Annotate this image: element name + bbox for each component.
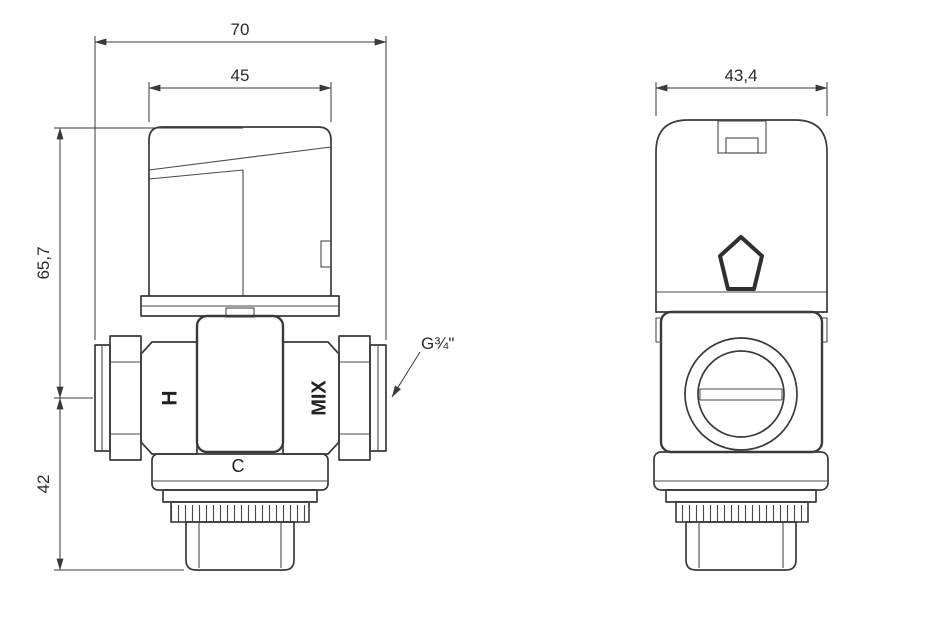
- dim-lower-height: 42: [34, 397, 184, 571]
- side-thread-section: [675, 501, 809, 523]
- side-bottom-flange: [653, 451, 829, 491]
- mix-port-label: MIX: [308, 380, 330, 416]
- cold-port-label: C: [232, 456, 245, 476]
- side-top-housing: [655, 119, 828, 313]
- side-neck: [665, 489, 817, 503]
- side-port-circle-inner: [697, 350, 785, 438]
- side-port-slot: [699, 388, 783, 401]
- front-neck: [162, 489, 318, 503]
- side-bottom-assembly: [653, 451, 829, 571]
- side-port-circle-outer: [684, 337, 798, 451]
- dim-lower-height-label: 42: [34, 475, 53, 494]
- side-clip: [717, 120, 767, 154]
- front-knob: [148, 126, 332, 297]
- front-right-nut: [338, 335, 371, 461]
- front-bottom-assembly: [151, 453, 329, 571]
- front-knob-notch: [320, 240, 332, 268]
- front-right-port: [282, 335, 387, 461]
- dim-upper-height-label: 65,7: [34, 246, 53, 279]
- hot-port-label: H: [159, 390, 182, 405]
- dim-side-width-label: 43,4: [724, 66, 757, 85]
- side-middle-body: [655, 310, 828, 454]
- dim-side-width: 43,4: [655, 66, 828, 116]
- dim-knob-width-label: 45: [231, 66, 250, 85]
- thread-callout: G¾": [391, 334, 454, 398]
- front-bottom-plug: [185, 521, 295, 571]
- front-body: [195, 307, 285, 454]
- front-left-nut: [109, 335, 142, 461]
- dim-upper-height: 65,7: [34, 127, 243, 399]
- thread-size-label: G¾": [421, 334, 454, 353]
- side-view: [653, 119, 829, 571]
- dim-knob-width: 45: [148, 66, 332, 122]
- side-keyhole: [718, 235, 764, 291]
- front-left-port: [94, 335, 198, 461]
- dimensions: 70 45 65,7 42 43,4: [34, 20, 828, 571]
- dim-overall-width: 70: [94, 20, 387, 340]
- dim-overall-width-label: 70: [231, 20, 250, 39]
- front-thread-section: [170, 501, 310, 523]
- side-bottom-plug: [685, 521, 797, 571]
- front-view: H MIX C: [94, 126, 387, 571]
- side-clip-tab: [725, 137, 759, 154]
- front-knob-collar: [140, 295, 340, 317]
